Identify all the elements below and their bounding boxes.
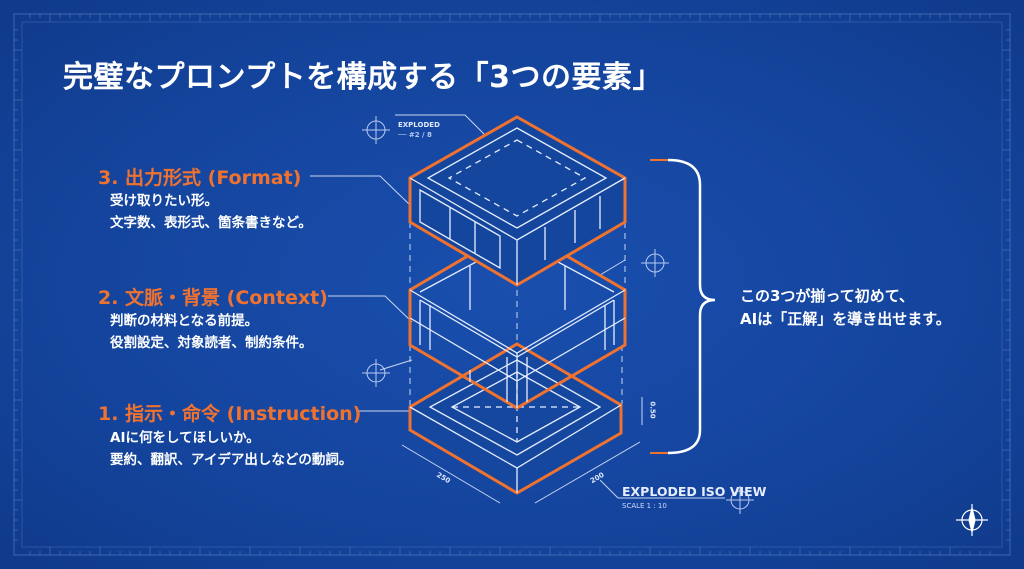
crosshair-icon [641, 249, 669, 277]
element-label-context: 2. 文脈・背景 (Context) [98, 287, 328, 309]
element-label-format: 3. 出力形式 (Format) [98, 167, 302, 189]
blueprint-frame [13, 13, 1011, 556]
layer-format [408, 115, 627, 287]
element-desc-context: 判断の材料となる前提。 役割設定、対象読者、制約条件。 [110, 310, 313, 354]
crosshair-icon [362, 116, 390, 144]
view-label: EXPLODED ISO VIEW [622, 484, 767, 499]
desc-line: 文字数、表形式、箇条書きなど。 [110, 215, 312, 231]
summary-line: AIは「正解」を導き出せます。 [740, 310, 951, 328]
brace [650, 158, 716, 455]
summary-text: この3つが揃って初めて、 AIは「正解」を導き出せます。 [740, 285, 951, 331]
dimension-height: 0.50 [648, 401, 657, 419]
desc-line: 役割設定、対象読者、制約条件。 [110, 335, 313, 351]
element-desc-format: 受け取りたい形。 文字数、表形式、箇条書きなど。 [110, 190, 312, 234]
element-label-instruction: 1. 指示・命令 (Instruction) [98, 403, 362, 425]
compass-icon [956, 504, 988, 536]
desc-line: 要約、翻訳、アイデア出しなどの動詞。 [110, 452, 353, 468]
scale-label: SCALE 1 : 10 [622, 502, 667, 510]
desc-line: 判断の材料となる前提。 [110, 313, 259, 329]
exploded-sub: ── #2 / 8 [398, 131, 432, 139]
crosshair-icon [726, 486, 754, 514]
page-title: 完璧なプロンプトを構成する「3つの要素」 [63, 60, 663, 95]
desc-line: 受け取りたい形。 [110, 193, 218, 209]
element-desc-instruction: AIに何をしてほしいか。 要約、翻訳、アイデア出しなどの動詞。 [110, 427, 352, 471]
leader-lines [310, 114, 626, 412]
exploded-tag: EXPLODED [398, 121, 440, 129]
crosshair-icon [362, 359, 390, 387]
guide-lines [409, 222, 626, 407]
desc-line: AIに何をしてほしいか。 [110, 430, 260, 446]
summary-line: この3つが揃って初めて、 [740, 287, 914, 305]
